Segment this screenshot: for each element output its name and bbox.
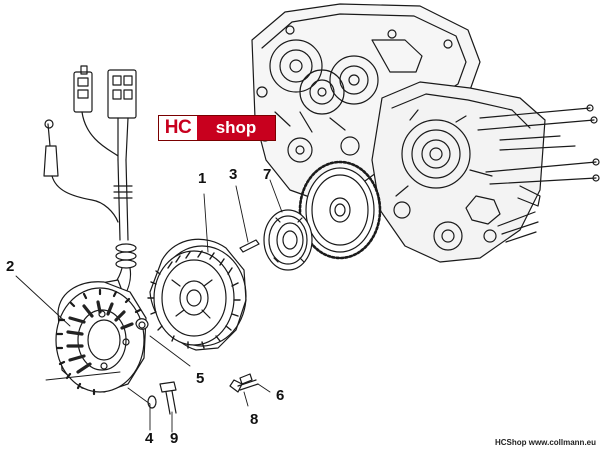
footer-watermark: HCShop www.collmann.eu	[494, 438, 596, 447]
hcshop-logo: HC shop	[159, 116, 275, 140]
callout-9: 9	[170, 430, 179, 447]
leader-lines	[15, 179, 283, 433]
engine-crankcase	[251, 3, 600, 263]
logo-shop-text: shop	[197, 116, 275, 140]
callout-7: 7	[263, 166, 272, 183]
bolt-6	[239, 373, 253, 385]
freewheel-bearing	[263, 209, 313, 271]
stator-screw	[135, 318, 149, 330]
logo-hc-text: HC	[159, 116, 197, 140]
starter-gear	[298, 160, 382, 260]
callout-8: 8	[250, 411, 259, 428]
stator	[55, 281, 148, 396]
flywheel-rotor	[147, 238, 247, 351]
callout-6: 6	[276, 387, 285, 404]
wiring-harness	[43, 65, 137, 303]
callout-5: 5	[196, 370, 205, 387]
woodruff-key	[239, 239, 260, 253]
callout-3: 3	[229, 166, 238, 183]
washer-4	[147, 395, 157, 409]
callout-4: 4	[145, 430, 154, 447]
callout-2: 2	[6, 258, 15, 275]
callout-1: 1	[198, 170, 207, 187]
bolt-9	[159, 381, 177, 415]
